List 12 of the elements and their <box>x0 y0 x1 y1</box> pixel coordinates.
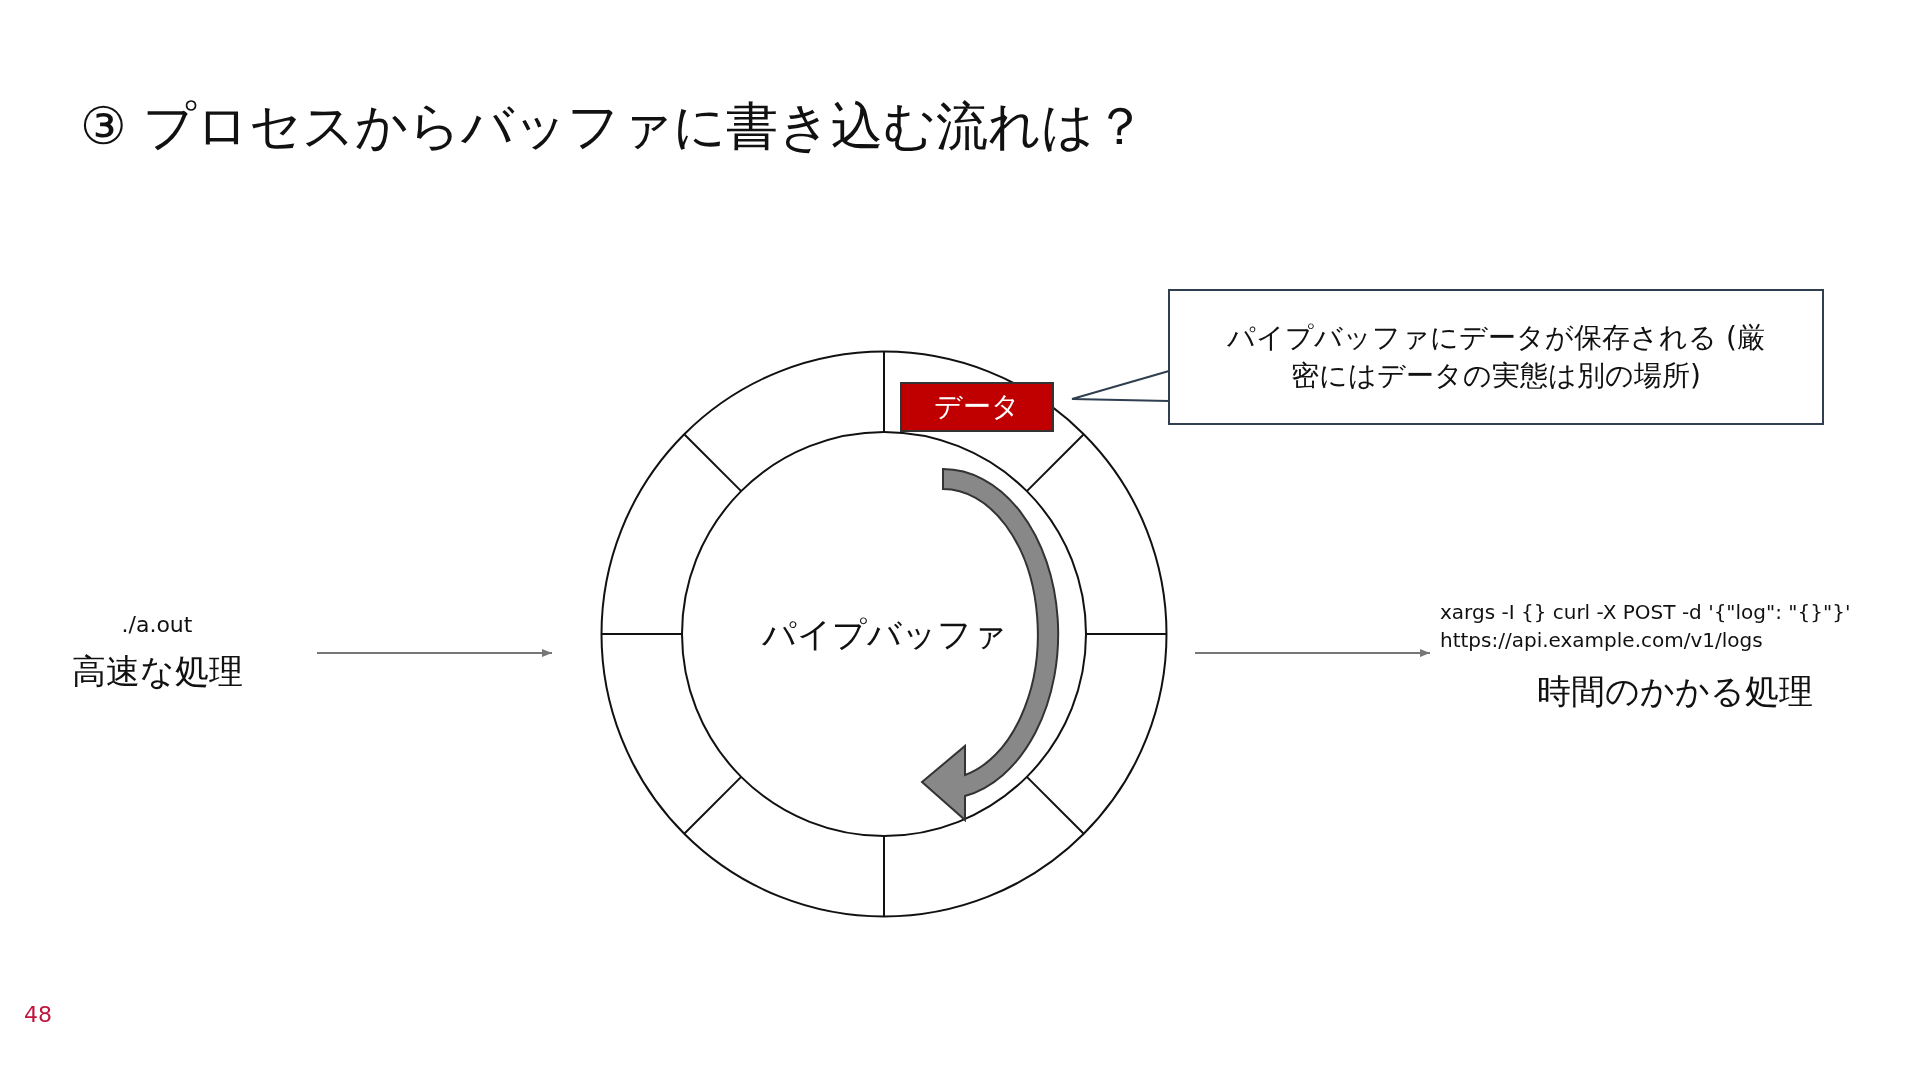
callout-pointer <box>1071 370 1170 402</box>
page-number: 48 <box>24 1002 52 1027</box>
arrow <box>1194 649 1431 657</box>
command-text: ./a.out <box>120 611 194 639</box>
process-label: 時間のかかる処理 <box>1536 670 1814 712</box>
slide-title: ③ プロセスからバッファに書き込む流れは？ <box>80 95 1147 158</box>
callout-box: パイプバッファにデータが保存される (厳密にはデータの実態は別の場所) <box>1168 289 1824 425</box>
ring-label: パイプバッファ <box>760 613 1008 656</box>
process-label: 高速な処理 <box>70 650 244 692</box>
command-text: xargs -I {} curl -X POST -d '{"log": "{}"}' https://api.example.com/v1/logs <box>1440 599 1852 654</box>
arrow <box>316 649 553 657</box>
data-tag: データ <box>900 382 1054 432</box>
